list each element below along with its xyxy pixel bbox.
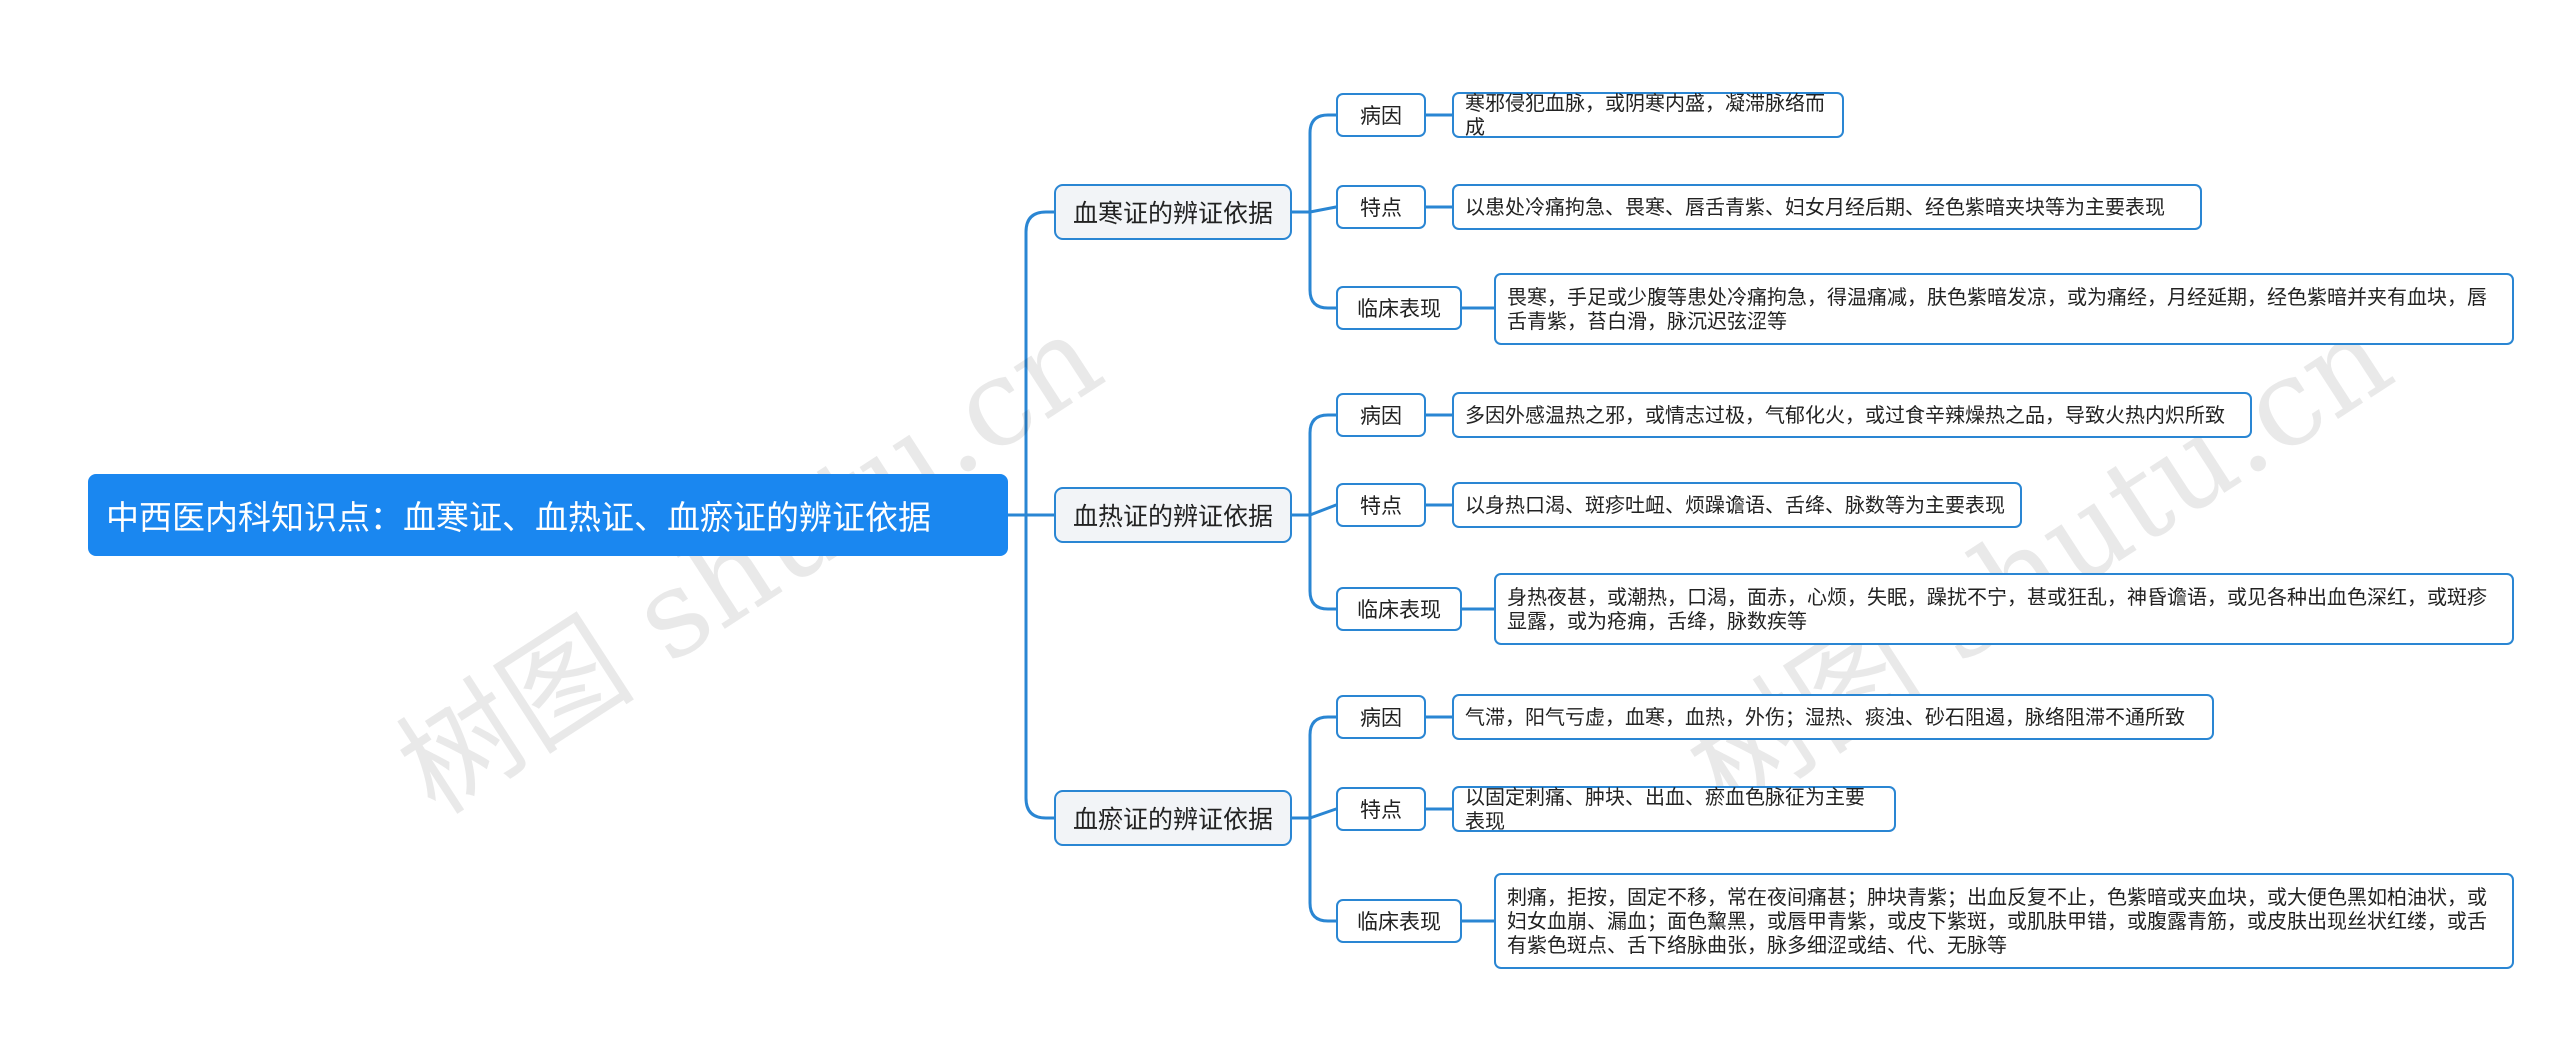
label-feature[interactable]: 特点 <box>1336 185 1426 229</box>
leaf-text-content: 气滞，阳气亏虚，血寒，血热，外伤；湿热、痰浊、砂石阻遏，脉络阻滞不通所致 <box>1465 705 2185 729</box>
category-blood-cold[interactable]: 血寒证的辨证依据 <box>1054 184 1292 240</box>
leaf-text[interactable]: 寒邪侵犯血脉，或阴寒内盛，凝滞脉络而成 <box>1452 91 1844 139</box>
leaf-text-content: 刺痛，拒按，固定不移，常在夜间痛甚；肿块青紫；出血反复不止，色紫暗或夹血块，或大… <box>1507 885 2487 957</box>
leaf-text[interactable]: 气滞，阳气亏虚，血寒，血热，外伤；湿热、痰浊、砂石阻遏，脉络阻滞不通所致 <box>1452 694 2214 740</box>
connector-root-cat-1 <box>1024 210 1056 517</box>
leaf-text[interactable]: 以固定刺痛、肿块、出血、瘀血色脉征为主要表现 <box>1452 785 1896 833</box>
label-clinical[interactable]: 临床表现 <box>1336 587 1462 631</box>
root-topic[interactable]: 中西医内科知识点：血寒证、血热证、血瘀证的辨证依据 <box>88 474 1008 556</box>
leaf-text-content: 以患处冷痛拘急、畏寒、唇舌青紫、妇女月经后期、经色紫暗夹块等为主要表现 <box>1465 195 2165 219</box>
label-cause[interactable]: 病因 <box>1336 93 1426 137</box>
leaf-text-content: 畏寒，手足或少腹等患处冷痛拘急，得温痛减，肤色紫暗发凉，或为痛经，月经延期，经色… <box>1507 285 2487 333</box>
leaf-text-content: 以身热口渴、斑疹吐衄、烦躁谵语、舌绛、脉数等为主要表现 <box>1465 493 2005 517</box>
category-blood-heat[interactable]: 血热证的辨证依据 <box>1054 487 1292 543</box>
leaf-text-content: 以固定刺痛、肿块、出血、瘀血色脉征为主要表现 <box>1465 785 1865 833</box>
leaf-text[interactable]: 多因外感温热之邪，或情志过极，气郁化火，或过食辛辣燥热之品，导致火热内炽所致 <box>1452 392 2252 438</box>
connector-root-cat-3 <box>1024 513 1056 820</box>
leaf-text[interactable]: 畏寒，手足或少腹等患处冷痛拘急，得温痛减，肤色紫暗发凉，或为痛经，月经延期，经色… <box>1494 273 2514 345</box>
category-blood-stasis[interactable]: 血瘀证的辨证依据 <box>1054 790 1292 846</box>
leaf-text-content: 寒邪侵犯血脉，或阴寒内盛，凝滞脉络而成 <box>1465 91 1825 139</box>
label-feature[interactable]: 特点 <box>1336 483 1426 527</box>
label-cause[interactable]: 病因 <box>1336 695 1426 739</box>
leaf-text-content: 多因外感温热之邪，或情志过极，气郁化火，或过食辛辣燥热之品，导致火热内炽所致 <box>1465 403 2225 427</box>
leaf-text[interactable]: 刺痛，拒按，固定不移，常在夜间痛甚；肿块青紫；出血反复不止，色紫暗或夹血块，或大… <box>1494 873 2514 969</box>
leaf-text[interactable]: 身热夜甚，或潮热，口渴，面赤，心烦，失眠，躁扰不宁，甚或狂乱，神昏谵语，或见各种… <box>1494 573 2514 645</box>
leaf-text-content: 身热夜甚，或潮热，口渴，面赤，心烦，失眠，躁扰不宁，甚或狂乱，神昏谵语，或见各种… <box>1507 585 2487 633</box>
label-clinical[interactable]: 临床表现 <box>1336 286 1462 330</box>
leaf-text[interactable]: 以身热口渴、斑疹吐衄、烦躁谵语、舌绛、脉数等为主要表现 <box>1452 482 2022 528</box>
leaf-text[interactable]: 以患处冷痛拘急、畏寒、唇舌青紫、妇女月经后期、经色紫暗夹块等为主要表现 <box>1452 184 2202 230</box>
label-cause[interactable]: 病因 <box>1336 393 1426 437</box>
label-clinical[interactable]: 临床表现 <box>1336 899 1462 943</box>
label-feature[interactable]: 特点 <box>1336 787 1426 831</box>
